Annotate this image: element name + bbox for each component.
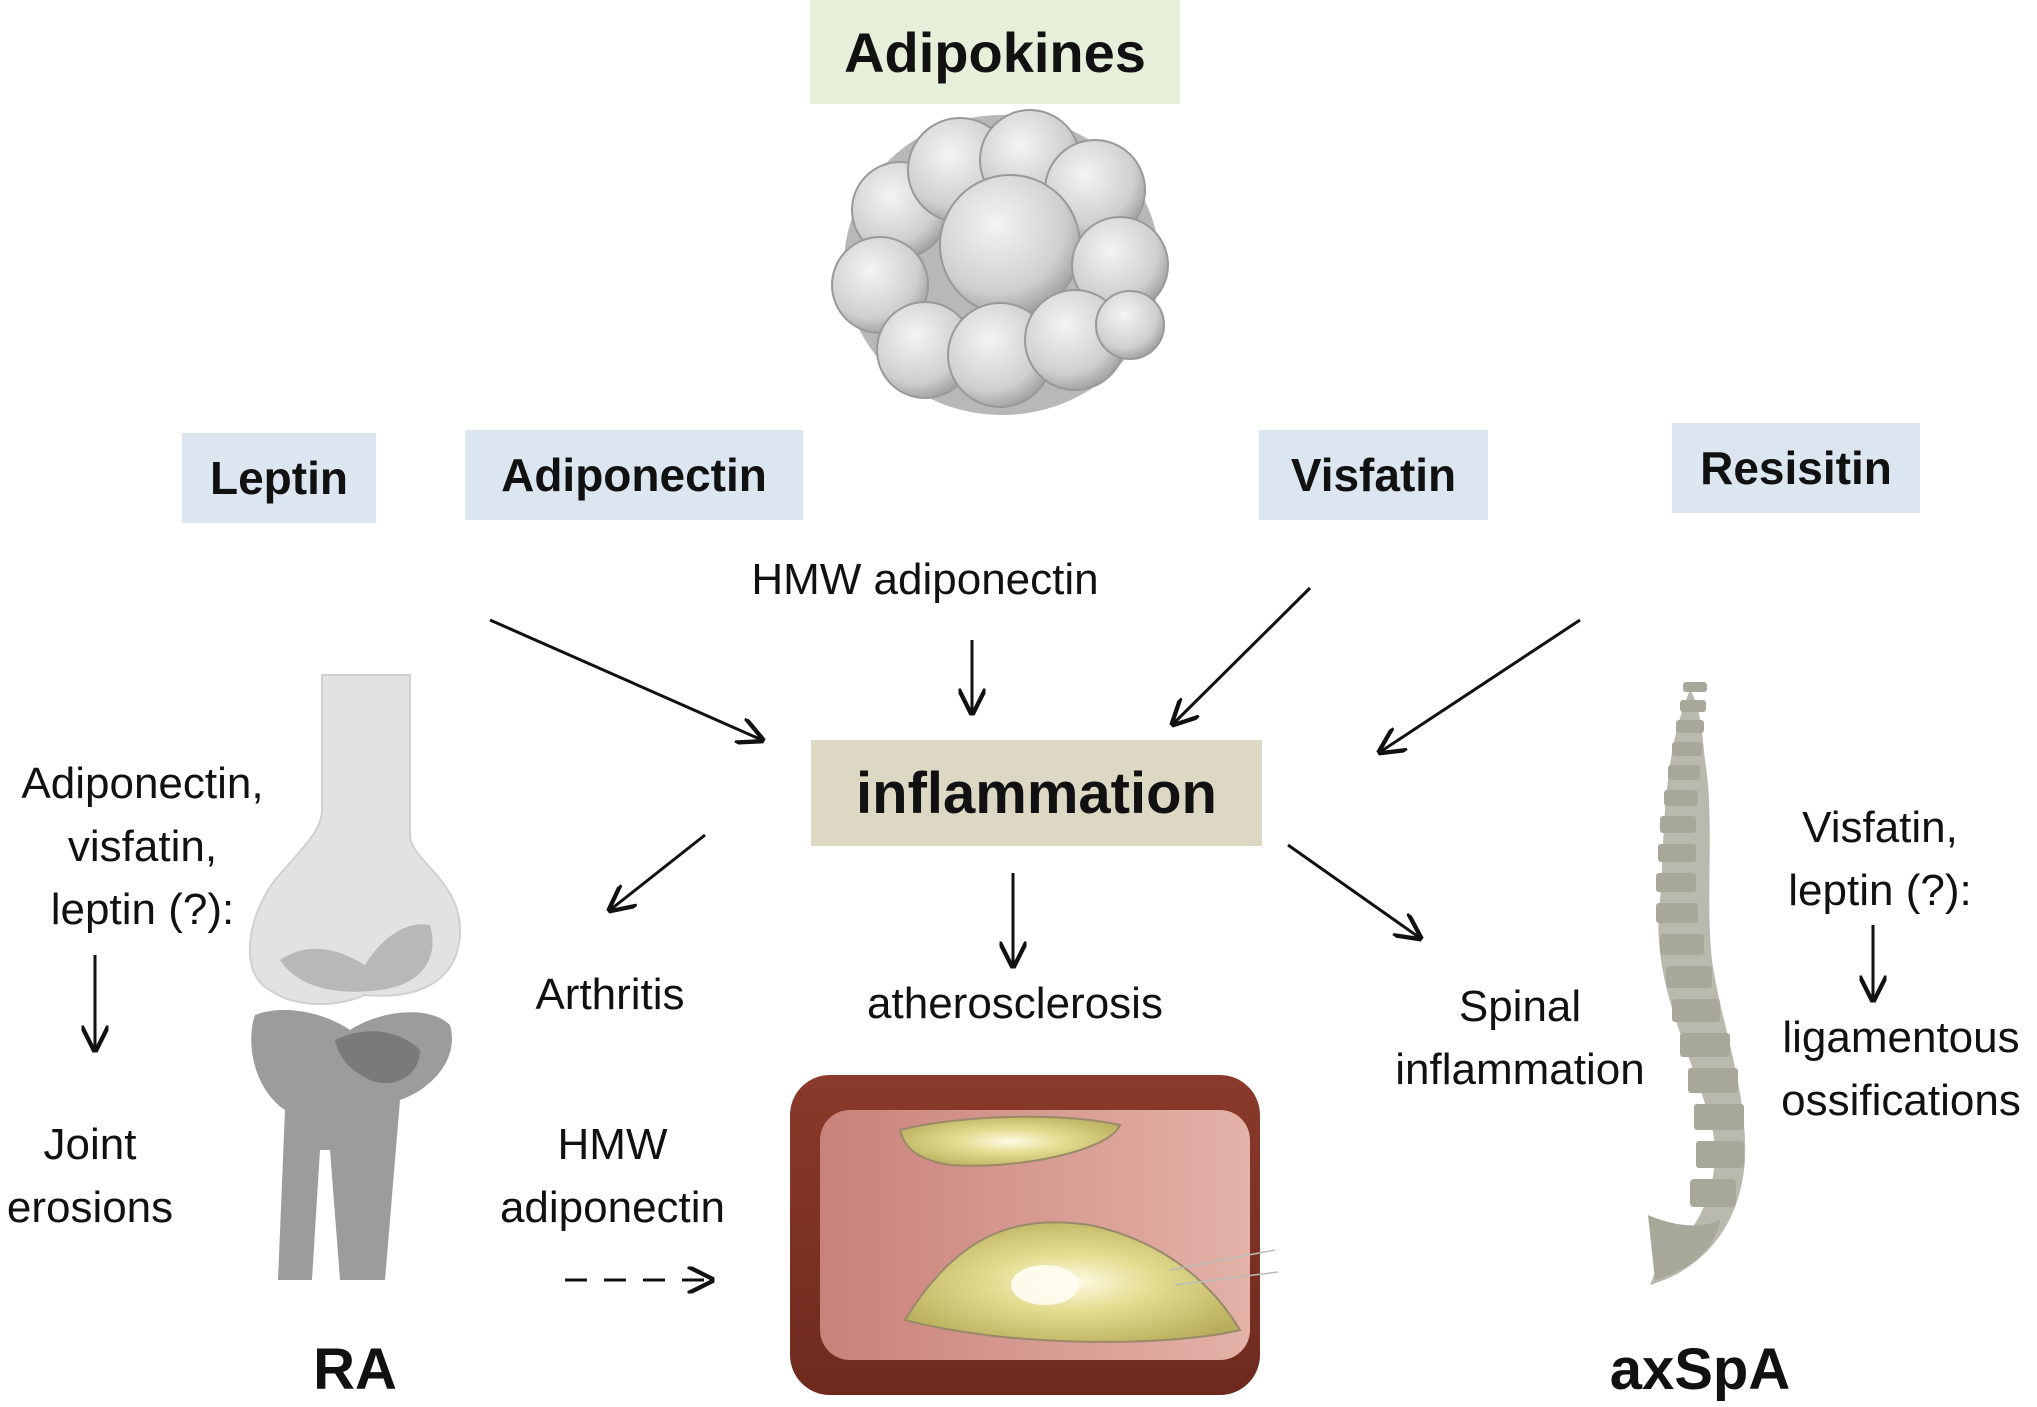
axspa-effect-line-2: ossifications — [1781, 1076, 2021, 1125]
spinal-line-2: inflammation — [1395, 1045, 1645, 1094]
axspa-cause-line-1: Visfatin, — [1802, 803, 1958, 852]
inflammation-label: inflammation — [856, 760, 1217, 826]
knee-bone-illustration — [249, 674, 462, 1280]
arthritis-label: Arthritis — [535, 970, 685, 1019]
adiponectin-label: Adiponectin — [501, 449, 767, 501]
axspa-cause-text: Visfatin, leptin (?): — [1765, 796, 1995, 922]
resistin-to-inflammation-arrow — [1380, 618, 1581, 752]
ra-effect-text: Joint erosions — [0, 1113, 180, 1239]
artery-illustration — [790, 1075, 1279, 1395]
ra-hmw-line-2: adiponectin — [499, 1183, 726, 1232]
ra-cause-text: Adiponectin, visfatin, leptin (?): — [0, 752, 285, 941]
ra-hmw-line-1: HMW — [557, 1120, 668, 1169]
axspa-effect-line-1: ligamentous — [1782, 1013, 2020, 1062]
spinal-inflammation-label: Spinal inflammation — [1370, 975, 1670, 1101]
resistin-label: Resisitin — [1700, 442, 1892, 494]
visfatin-box: Visfatin — [1259, 430, 1488, 520]
inflammation-to-spinal-arrow — [1287, 843, 1420, 938]
inflammation-box: inflammation — [811, 740, 1262, 846]
ra-hmw-text: HMW adiponectin — [470, 1113, 755, 1239]
atherosclerosis-label: atherosclerosis — [867, 979, 1163, 1028]
leptin-label: Leptin — [210, 452, 348, 504]
ra-cause-line-2: visfatin, — [67, 822, 218, 871]
ra-effect-line-1: Joint — [43, 1120, 137, 1169]
adipocyte-cluster-illustration — [831, 109, 1169, 415]
axspa-effect-text: ligamentous ossifications — [1765, 1006, 2037, 1132]
arrows — [95, 586, 1873, 1280]
adiponectin-box: Adiponectin — [465, 430, 803, 520]
ra-cause-line-3: leptin (?): — [50, 885, 235, 934]
spinal-line-1: Spinal — [1458, 982, 1582, 1031]
resistin-box: Resisitin — [1672, 423, 1920, 513]
visfatin-to-inflammation-arrow — [1173, 586, 1312, 724]
spine-illustration — [1648, 682, 1746, 1285]
axspa-cause-line-2: leptin (?): — [1788, 866, 1972, 915]
adipokines-title-box: Adipokines — [810, 0, 1180, 104]
ra-cause-line-1: Adiponectin, — [21, 759, 264, 808]
leptin-to-inflammation-arrow — [489, 618, 762, 740]
inflammation-to-arthritis-arrow — [610, 833, 706, 910]
axspa-label: axSpA — [1609, 1337, 1791, 1402]
hmw-adiponectin-top-label: HMW adiponectin — [751, 555, 1099, 604]
ra-label: RA — [313, 1337, 397, 1402]
adipokines-title: Adipokines — [844, 20, 1146, 84]
leptin-box: Leptin — [182, 433, 376, 523]
visfatin-label: Visfatin — [1290, 449, 1457, 501]
ra-effect-line-2: erosions — [6, 1183, 174, 1232]
